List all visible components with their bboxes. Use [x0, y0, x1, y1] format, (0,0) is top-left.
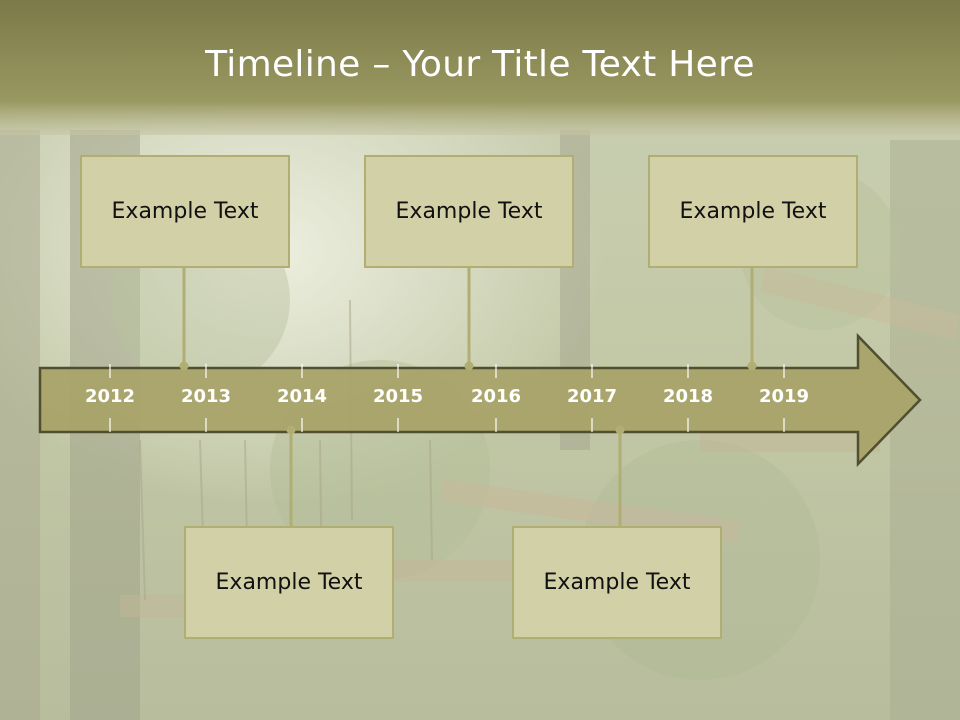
event-box-1: Example Text	[80, 155, 290, 268]
year-label-2016: 2016	[470, 386, 522, 407]
event-dot-5	[615, 425, 625, 435]
event-dot-4	[286, 425, 296, 435]
year-label-2019: 2019	[758, 386, 810, 407]
event-dot-3	[747, 361, 757, 371]
event-box-4: Example Text	[184, 526, 394, 639]
event-box-3: Example Text	[648, 155, 858, 268]
timeline-arrow	[38, 332, 922, 468]
year-label-2012: 2012	[84, 386, 136, 407]
year-label-2013: 2013	[180, 386, 232, 407]
year-label-2018: 2018	[662, 386, 714, 407]
title-bar	[0, 0, 960, 135]
year-label-2017: 2017	[566, 386, 618, 407]
year-label-2015: 2015	[372, 386, 424, 407]
event-dot-2	[464, 361, 474, 371]
year-label-2014: 2014	[276, 386, 328, 407]
event-dot-1	[179, 361, 189, 371]
page-title: Timeline – Your Title Text Here	[205, 44, 755, 85]
event-box-5: Example Text	[512, 526, 722, 639]
event-box-2: Example Text	[364, 155, 574, 268]
